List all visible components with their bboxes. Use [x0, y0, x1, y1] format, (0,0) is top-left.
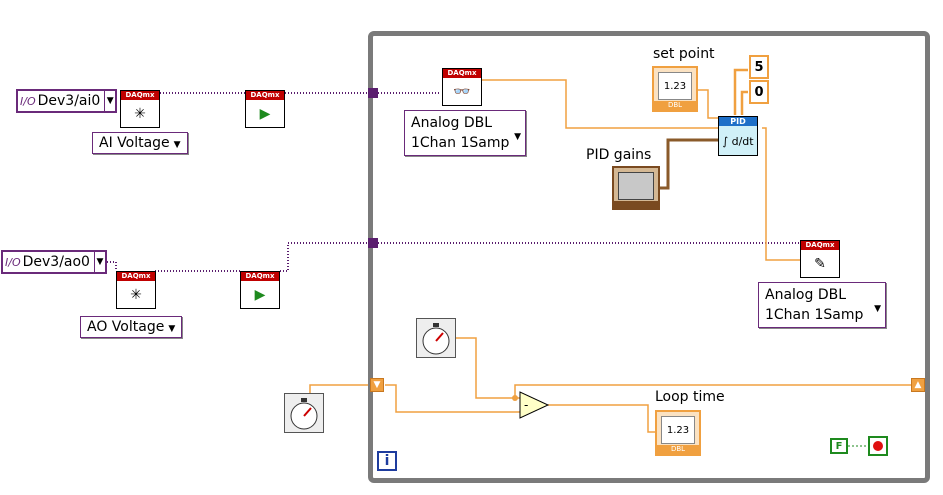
ao-channel-value: Dev3/ao0 — [22, 254, 90, 270]
chevron-down-icon: ▼ — [514, 132, 521, 142]
daqmx-write[interactable]: DAQmx ✎ — [800, 240, 840, 278]
wire-const — [733, 68, 748, 115]
wire-pid-out — [762, 127, 800, 261]
daqmx-start-task-ao[interactable]: DAQmx ▶ — [240, 271, 280, 309]
wire-junction — [512, 395, 518, 401]
task-tunnel-ai — [368, 88, 378, 98]
daqmx-start-task-ai[interactable]: DAQmx ▶ — [245, 90, 285, 128]
set-point-label: set point — [653, 46, 715, 62]
chevron-down-icon[interactable]: ▼ — [93, 252, 105, 272]
pid-gains-control[interactable] — [612, 166, 660, 210]
chevron-down-icon: ▼ — [173, 140, 181, 150]
ao-voltage-label: AO Voltage — [87, 319, 165, 335]
wire-clock-sub — [456, 337, 520, 399]
loop-time-indicator: 1.23 DBL — [655, 410, 701, 456]
false-constant[interactable]: F — [830, 438, 848, 454]
shift-register-right: ▲ — [911, 378, 925, 392]
constant-low[interactable]: 0 — [749, 80, 769, 104]
write-mode-selector[interactable]: Analog DBL 1Chan 1Samp ▼ — [758, 282, 886, 328]
wire-ao-task — [107, 261, 117, 271]
iteration-terminal: i — [377, 451, 397, 471]
task-tunnel-ao — [368, 238, 378, 248]
while-loop — [368, 31, 930, 483]
chevron-down-icon: ▼ — [168, 324, 176, 334]
chevron-down-icon: ▼ — [874, 304, 881, 314]
channel-icon: ✳ — [134, 105, 146, 122]
ao-voltage-ring[interactable]: AO Voltage▼ — [80, 316, 183, 338]
set-point-control[interactable]: 1.23 DBL — [652, 66, 698, 112]
ai-channel-control[interactable]: I/O Dev3/ai0 ▼ — [16, 89, 117, 113]
channel-icon: ✳ — [130, 286, 142, 303]
ai-voltage-ring[interactable]: AI Voltage▼ — [92, 132, 188, 154]
ai-channel-value: Dev3/ai0 — [37, 93, 101, 109]
play-icon: ▶ — [259, 105, 271, 122]
shift-register-left: ▼ — [370, 378, 384, 392]
wire-gains — [660, 138, 718, 190]
wire-shift-left — [309, 384, 372, 395]
subtract-node — [519, 391, 550, 419]
loop-time-label: Loop time — [655, 389, 725, 405]
play-icon: ▶ — [254, 286, 266, 303]
tick-count-icon-outer[interactable] — [284, 393, 324, 433]
chevron-down-icon[interactable]: ▼ — [104, 91, 115, 111]
io-glyph-icon: I/O — [5, 255, 21, 269]
integral-icon: ∫ d/dt — [722, 134, 754, 148]
stop-terminal[interactable] — [868, 436, 888, 456]
daqmx-create-channel-ao[interactable]: DAQmx ✳ — [116, 271, 156, 309]
wire-shift-top — [514, 384, 912, 398]
stopwatch-icon — [422, 323, 450, 355]
wire-ao-task-3 — [280, 242, 800, 272]
daqmx-create-channel-ai[interactable]: DAQmx ✳ — [120, 90, 160, 128]
pid-gains-label: PID gains — [586, 147, 652, 163]
wire-setpoint — [697, 89, 718, 119]
ai-voltage-label: AI Voltage — [99, 135, 170, 151]
svg-text:-: - — [524, 398, 528, 412]
stop-icon — [873, 441, 883, 451]
read-mode-selector[interactable]: Analog DBL 1Chan 1Samp ▼ — [404, 110, 526, 156]
constant-high[interactable]: 5 — [749, 55, 769, 79]
wire-loop-time — [548, 404, 655, 433]
wire-const-2 — [740, 90, 748, 115]
io-glyph-icon: I/O — [20, 94, 36, 108]
glasses-icon: 👓 — [453, 83, 471, 100]
ao-channel-control[interactable]: I/O Dev3/ao0 ▼ — [1, 250, 107, 274]
wire-shift-in — [385, 384, 520, 413]
wire-ai-data — [482, 79, 718, 129]
daqmx-read[interactable]: DAQmx 👓 — [442, 68, 482, 106]
cluster-icon — [618, 172, 654, 200]
pid-vi[interactable]: PID ∫ d/dt — [718, 116, 758, 156]
tick-count-icon[interactable] — [416, 318, 456, 358]
pencil-icon: ✎ — [814, 255, 826, 272]
stopwatch-icon — [290, 398, 318, 430]
